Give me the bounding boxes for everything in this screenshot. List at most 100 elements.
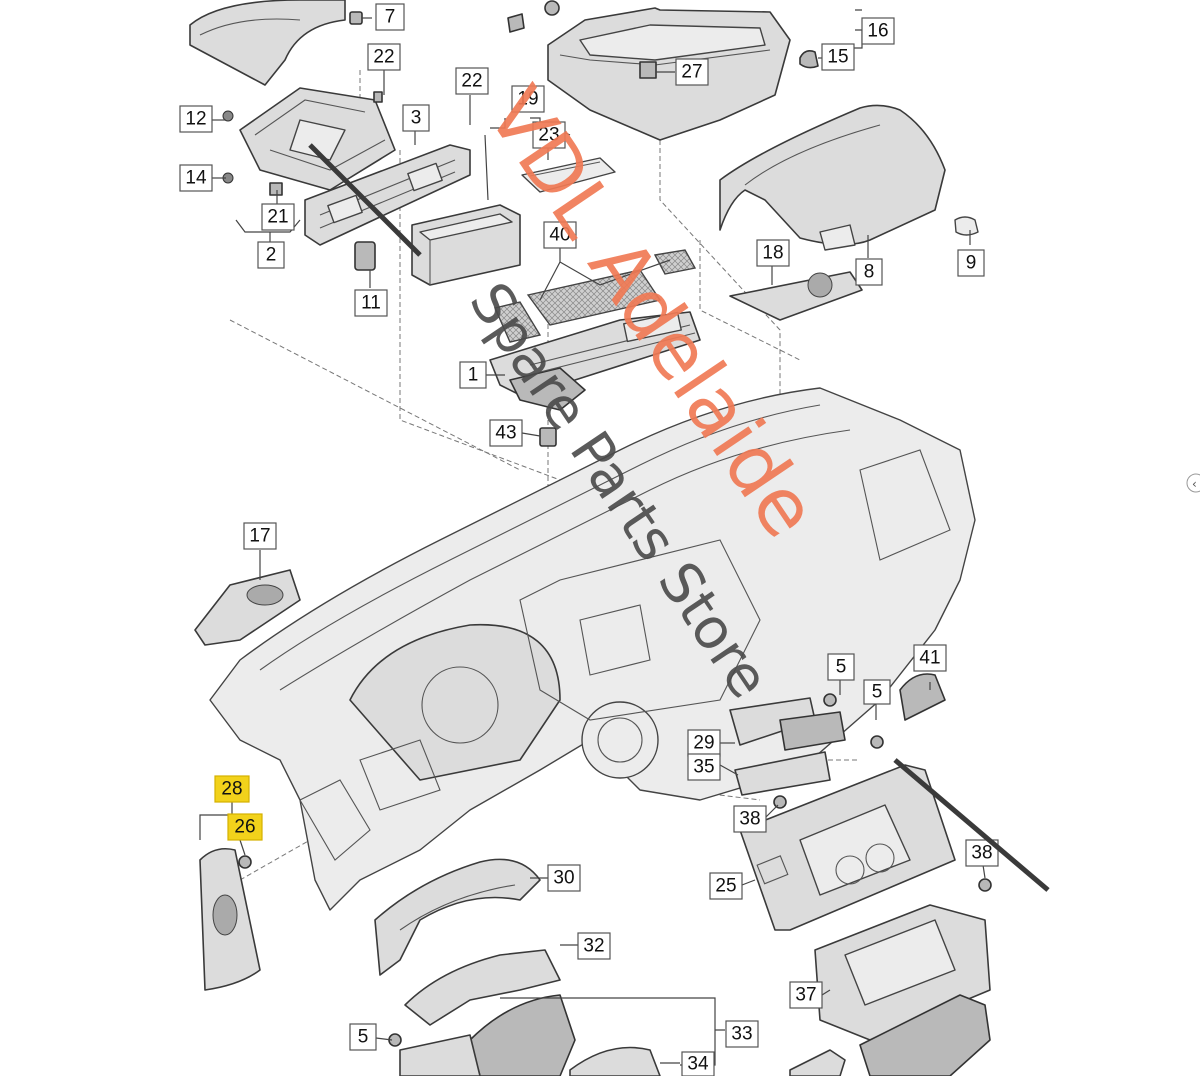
callout-leader-lines — [199, 9, 986, 1066]
callout-38a: 38 — [733, 805, 767, 833]
callout-label: 38 — [971, 843, 992, 864]
part-side-trim — [199, 847, 261, 991]
callout-22a: 22 — [367, 43, 401, 71]
callout-label: 25 — [715, 876, 736, 897]
callout-label: 40 — [549, 225, 570, 246]
callout-32: 32 — [577, 932, 611, 960]
callout-label: 26 — [234, 817, 255, 838]
callout-label: 28 — [221, 779, 242, 800]
callout-label: 5 — [872, 682, 883, 703]
callout-35: 35 — [687, 753, 721, 781]
callout-40: 40 — [543, 221, 577, 249]
callout-21: 21 — [261, 203, 295, 231]
callout-37: 37 — [789, 981, 823, 1009]
callout-23: 23 — [532, 121, 566, 149]
callout-12: 12 — [179, 105, 213, 133]
callout-1: 1 — [459, 361, 487, 389]
callout-9: 9 — [957, 249, 985, 277]
part-upper-glovebox — [507, 0, 819, 141]
callout-label: 38 — [739, 809, 760, 830]
callout-11: 11 — [354, 289, 388, 317]
watermark-bar-bottom — [893, 758, 1050, 892]
callout-label: 17 — [249, 526, 270, 547]
callout-34: 34 — [681, 1051, 715, 1076]
callout-43: 43 — [489, 419, 523, 447]
part-top-cover — [189, 0, 363, 86]
part-frame-panel — [304, 144, 471, 246]
callout-label: 43 — [495, 423, 516, 444]
callout-25: 25 — [709, 872, 743, 900]
callout-label: 5 — [358, 1027, 369, 1048]
callout-17: 17 — [243, 522, 277, 550]
callout-5c: 5 — [349, 1023, 377, 1051]
callout-5b: 5 — [863, 679, 891, 705]
callout-2: 2 — [257, 241, 285, 269]
part-clip-43 — [539, 427, 557, 447]
callout-41: 41 — [913, 644, 947, 672]
callout-label: 35 — [693, 757, 714, 778]
callout-28: 28 — [214, 775, 250, 803]
part-bottom-covers — [789, 994, 991, 1076]
part-center-tray — [489, 311, 701, 411]
callout-label: 34 — [687, 1054, 709, 1075]
callout-8: 8 — [855, 258, 883, 286]
callout-label: 33 — [731, 1024, 752, 1045]
callout-label: 2 — [266, 245, 277, 266]
callout-18: 18 — [756, 239, 790, 267]
callout-label: 22 — [461, 71, 482, 92]
callout-29: 29 — [687, 729, 721, 757]
callout-label: 21 — [267, 207, 288, 228]
callout-15: 15 — [821, 43, 855, 71]
callout-label: 15 — [827, 47, 848, 68]
callout-label: 32 — [583, 936, 604, 957]
callout-14: 14 — [179, 164, 213, 192]
callout-19: 19 — [511, 85, 545, 113]
part-instrument-bezel — [739, 764, 956, 931]
part-mesh-mats — [494, 249, 697, 343]
callout-label: 30 — [553, 868, 574, 889]
callout-label: 11 — [361, 293, 381, 314]
callout-30: 30 — [547, 864, 581, 892]
callout-5a: 5 — [827, 653, 855, 681]
callout-label: 8 — [864, 262, 875, 283]
callout-7: 7 — [375, 3, 405, 31]
part-storage-box — [411, 204, 521, 286]
callout-label: 29 — [693, 733, 714, 754]
callout-16: 16 — [861, 17, 895, 45]
callouts: 7 22 12 14 3 21 2 11 — [179, 3, 999, 1076]
callout-27: 27 — [675, 58, 709, 86]
part-column-shroud-lower — [388, 949, 661, 1076]
part-side-vent — [194, 569, 301, 646]
callout-label: 14 — [185, 168, 207, 189]
callout-label: 1 — [468, 365, 479, 386]
callout-33: 33 — [725, 1020, 759, 1048]
callout-label: 18 — [762, 243, 783, 264]
callout-label: 37 — [795, 985, 816, 1006]
part-lid-trim — [729, 271, 863, 321]
part-dashboard-main — [209, 387, 976, 911]
part-column-shroud-upper — [374, 858, 541, 976]
part-glovebox-lid — [719, 104, 979, 251]
watermark-bar-top — [308, 143, 422, 257]
callout-22b: 22 — [455, 67, 489, 95]
callout-label: 23 — [538, 125, 559, 146]
svg-text:‹: ‹ — [1192, 477, 1197, 491]
callout-3: 3 — [402, 104, 430, 132]
part-bracket-housing — [222, 87, 396, 196]
callout-label: 7 — [385, 7, 396, 28]
callout-label: 16 — [867, 21, 888, 42]
callout-label: 3 — [411, 108, 422, 129]
part-small-clip — [354, 241, 376, 271]
callout-label: 9 — [966, 253, 977, 274]
callout-label: 27 — [681, 62, 702, 83]
callout-label: 12 — [185, 109, 206, 130]
part-switch-modules — [729, 673, 992, 892]
edge-scroll-hint: ‹ — [1186, 473, 1200, 493]
callout-26: 26 — [227, 813, 263, 841]
callout-label: 22 — [373, 47, 394, 68]
callout-label: 41 — [919, 648, 940, 669]
part-tray — [521, 157, 616, 193]
callout-label: 5 — [836, 657, 847, 678]
callout-label: 19 — [517, 89, 538, 110]
